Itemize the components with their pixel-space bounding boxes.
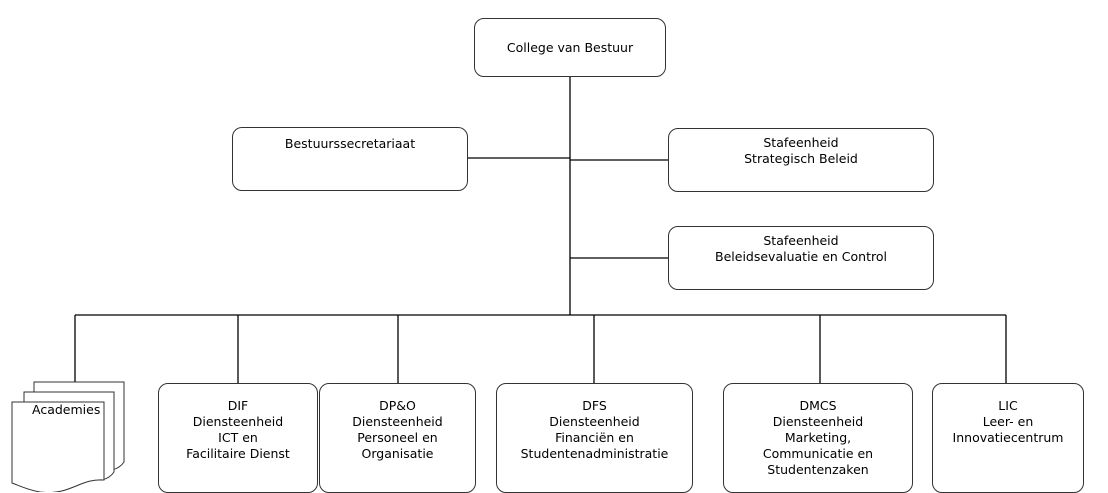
box-label: Beleidsevaluatie en Control bbox=[715, 249, 887, 264]
bestuurssecretariaat-box: Bestuurssecretariaat bbox=[232, 127, 468, 191]
box-label: DIF bbox=[227, 398, 249, 413]
box-label: Diensteenheid bbox=[549, 414, 640, 429]
college-van-bestuur-box: College van Bestuur bbox=[474, 18, 666, 77]
stafeenheid-beleidsevaluatie-box: Stafeenheid Beleidsevaluatie en Control bbox=[668, 226, 934, 290]
box-label: Financiën en bbox=[555, 430, 634, 445]
academies-label: Academies bbox=[32, 402, 101, 417]
box-label: Studentenadministratie bbox=[520, 446, 669, 461]
box-label: Strategisch Beleid bbox=[744, 151, 858, 166]
box-label: Innovatiecentrum bbox=[952, 430, 1064, 445]
box-label: DMCS bbox=[799, 398, 837, 413]
dfs-box: DFS Diensteenheid Financiën en Studenten… bbox=[496, 383, 693, 493]
academies-document-stack bbox=[11, 381, 125, 492]
box-label: Studentenzaken bbox=[767, 462, 869, 477]
box-label: Diensteenheid bbox=[352, 414, 443, 429]
box-label: Bestuurssecretariaat bbox=[284, 136, 416, 151]
box-label: DP&O bbox=[379, 398, 416, 413]
box-label: Facilitaire Dienst bbox=[186, 446, 290, 461]
box-label: Personeel en bbox=[357, 430, 438, 445]
box-label: ICT en bbox=[218, 430, 258, 445]
dmcs-box: DMCS Diensteenheid Marketing, Communicat… bbox=[723, 383, 913, 493]
box-label: Leer- en bbox=[982, 414, 1034, 429]
box-label: Diensteenheid bbox=[772, 414, 864, 429]
box-label: Stafeenheid bbox=[763, 135, 839, 150]
stafeenheid-strategisch-beleid-box: Stafeenheid Strategisch Beleid bbox=[668, 128, 934, 192]
box-label: Diensteenheid bbox=[192, 414, 284, 429]
box-label: Marketing, bbox=[784, 430, 852, 445]
dpo-box: DP&O Diensteenheid Personeel en Organisa… bbox=[319, 383, 476, 493]
box-label: Communicatie en bbox=[762, 446, 874, 461]
box-label: College van Bestuur bbox=[506, 39, 634, 55]
box-label: DFS bbox=[582, 398, 607, 413]
lic-box: LIC Leer- en Innovatiecentrum bbox=[932, 383, 1084, 493]
box-label: LIC bbox=[998, 398, 1018, 413]
box-label: Stafeenheid bbox=[763, 233, 839, 248]
box-label: Organisatie bbox=[361, 446, 434, 461]
dif-box: DIF Diensteenheid ICT en Facilitaire Die… bbox=[158, 383, 318, 493]
